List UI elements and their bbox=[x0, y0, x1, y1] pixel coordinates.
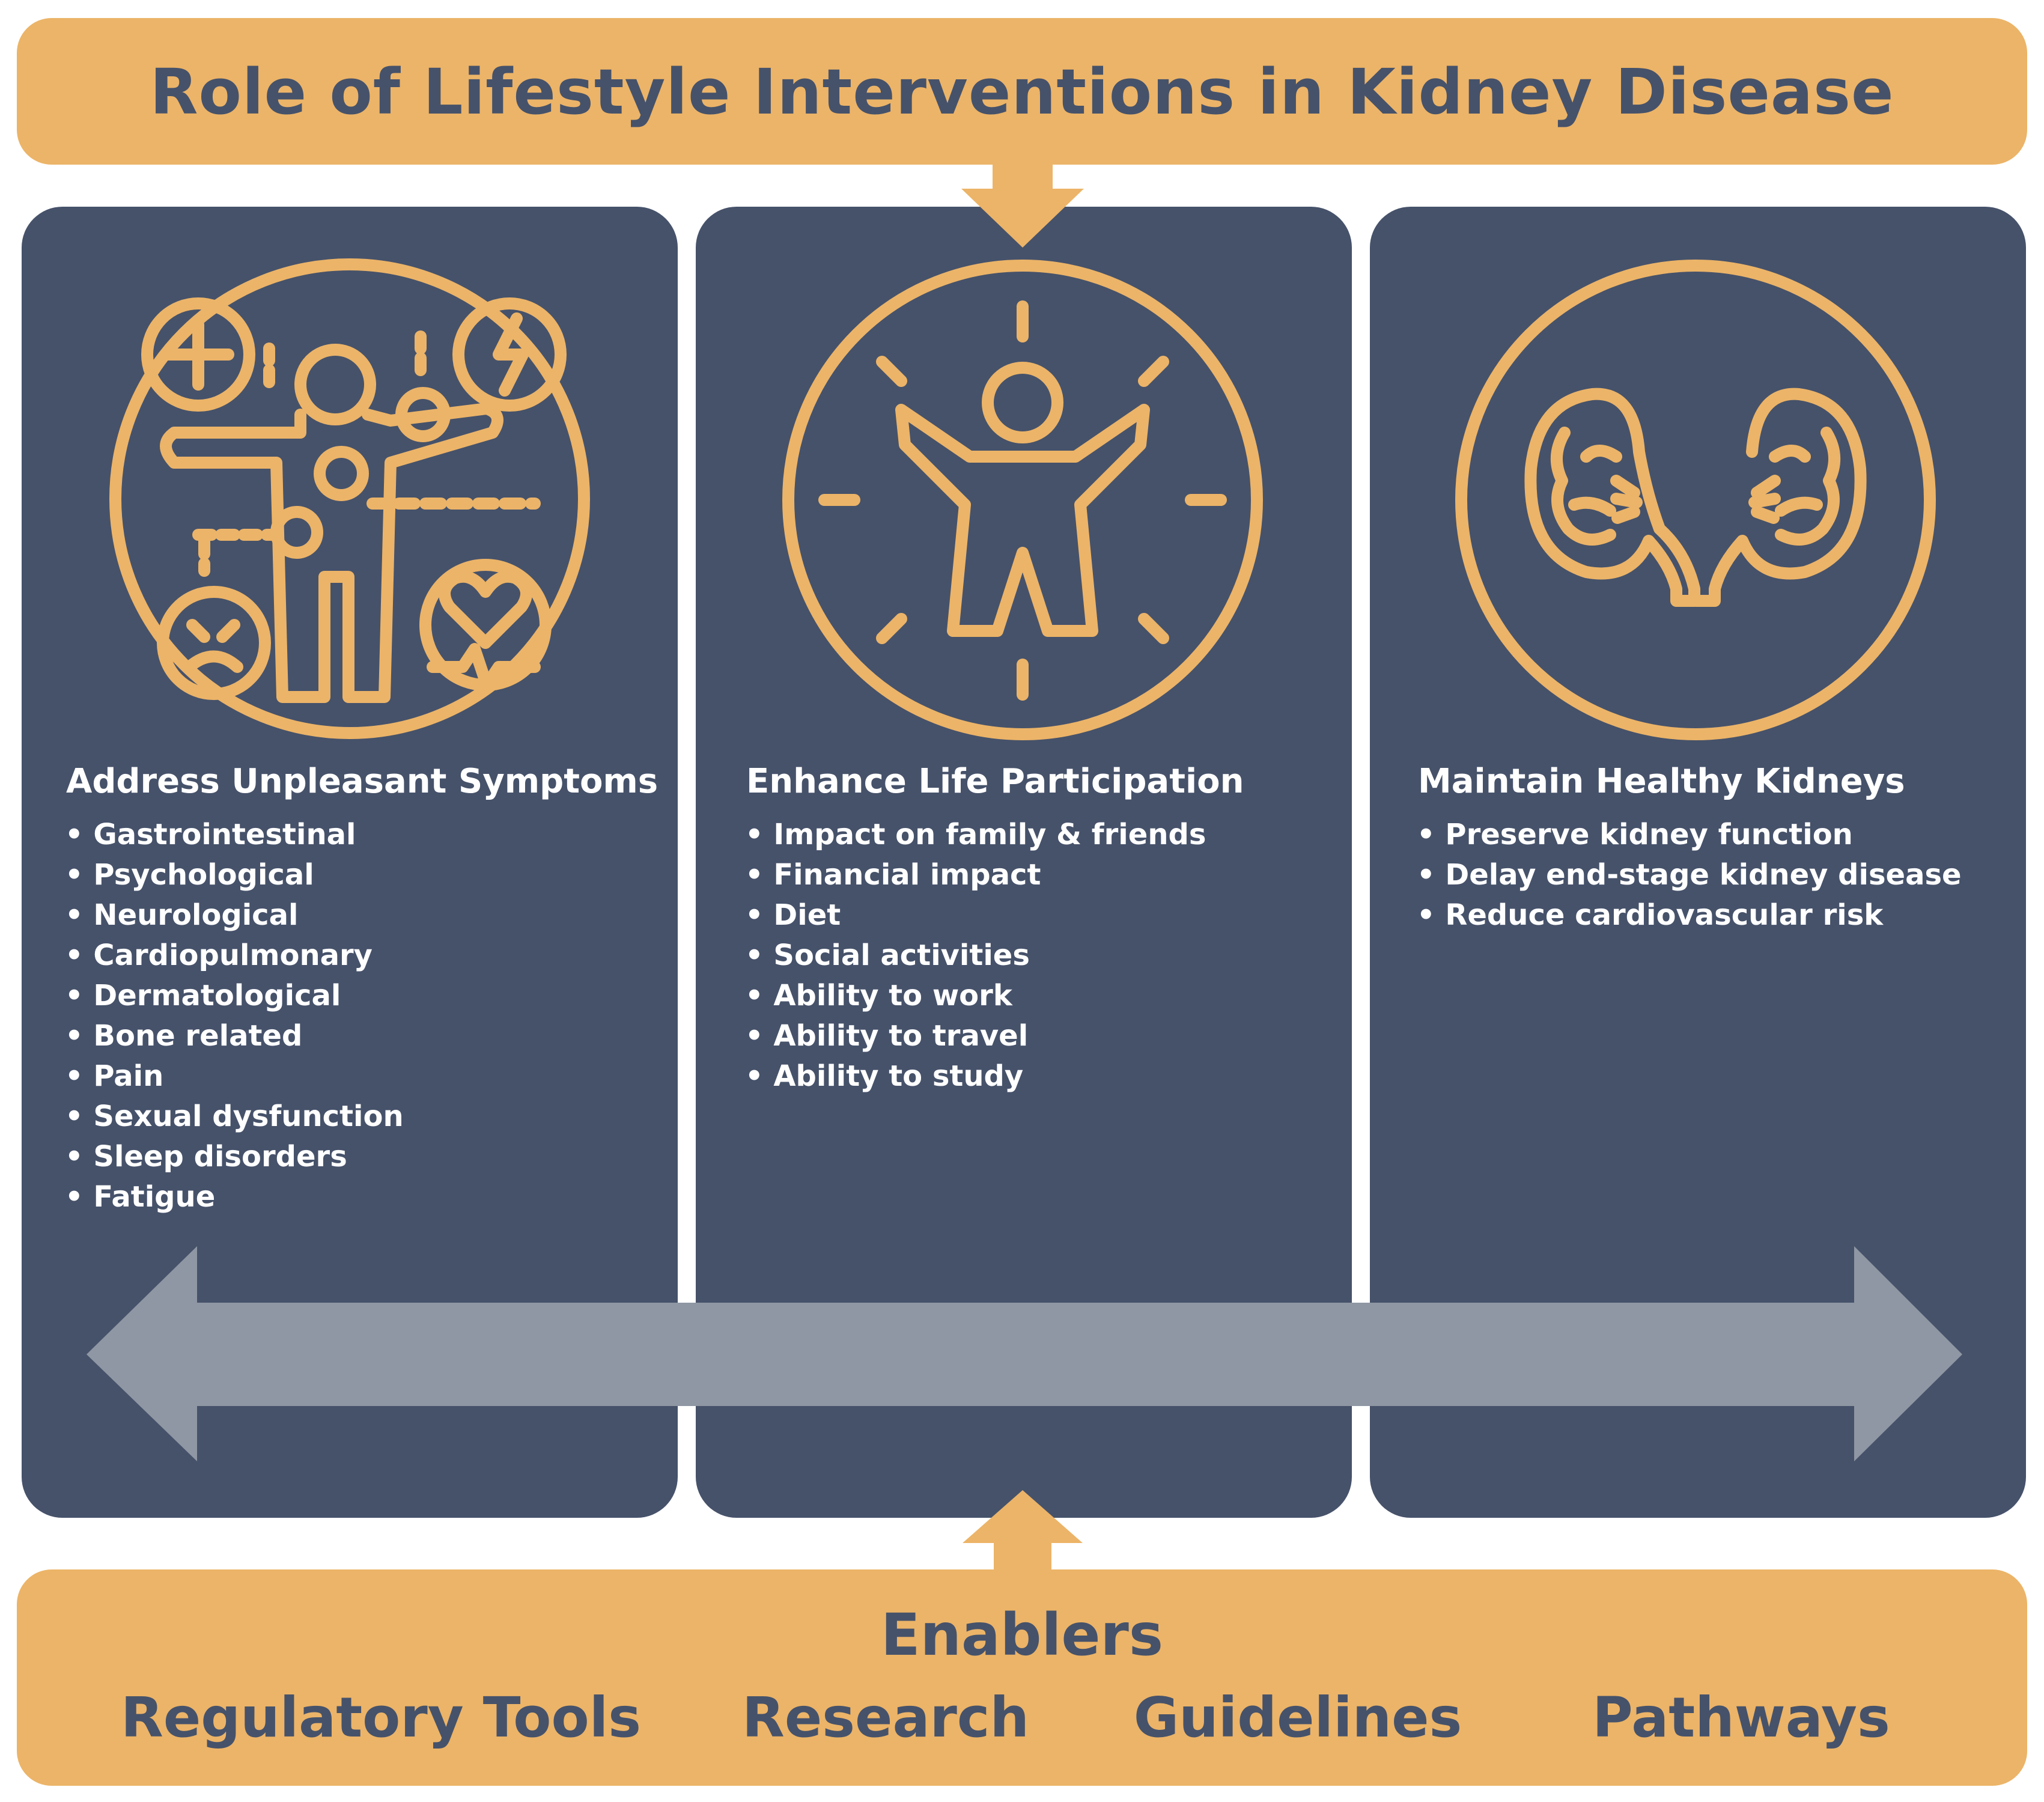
enabler-guidelines: Guidelines bbox=[1133, 1685, 1462, 1750]
title-banner bbox=[17, 18, 2027, 165]
double-headed-arrow bbox=[87, 1246, 1962, 1461]
list-item: Sexual dysfunction bbox=[65, 1097, 403, 1137]
list-item: Ability to work bbox=[745, 976, 1206, 1016]
list-item: Bone related bbox=[65, 1016, 404, 1056]
list-item: Reduce cardiovascular risk bbox=[1417, 895, 1962, 936]
list-item: Ability to study bbox=[745, 1056, 1206, 1097]
list-item: Gastrointestinal bbox=[65, 815, 404, 855]
list-item: Ability to travel bbox=[745, 1016, 1206, 1056]
participation-list: Impact on family & friends Financial imp… bbox=[745, 815, 1206, 1097]
person-participation-icon bbox=[782, 260, 1263, 740]
list-item: Social activities bbox=[745, 936, 1206, 976]
list-item: Diet bbox=[745, 895, 1206, 936]
panel-heading-participation: Enhance Life Participation bbox=[746, 762, 1244, 801]
body-symptoms-icon bbox=[109, 258, 590, 739]
list-item: Cardiopulmonary bbox=[65, 936, 404, 976]
up-arrow-icon bbox=[963, 1490, 1083, 1569]
list-item: Impact on family & friends bbox=[745, 815, 1206, 855]
enabler-pathways: Pathways bbox=[1592, 1685, 1890, 1750]
down-arrow-icon bbox=[961, 165, 1084, 248]
list-item: Sleep disorders bbox=[65, 1137, 404, 1177]
list-item: Preserve kidney function bbox=[1417, 815, 1962, 855]
panel-heading-kidneys: Maintain Healthy Kidneys bbox=[1418, 762, 1905, 801]
list-item: Fatigue bbox=[65, 1177, 404, 1217]
list-item: Neurological bbox=[65, 895, 404, 936]
list-item: Pain bbox=[65, 1056, 404, 1097]
panel-heading-symptoms: Address Unpleasant Symptoms bbox=[66, 762, 659, 801]
enabler-regulatory-tools: Regulatory Tools bbox=[120, 1685, 642, 1750]
list-item: Delay end-stage kidney disease bbox=[1417, 855, 1961, 895]
kidneys-list: Preserve kidney function Delay end-stage… bbox=[1417, 815, 1962, 936]
kidneys-icon bbox=[1455, 260, 1936, 740]
symptoms-list: Gastrointestinal Psychological Neurologi… bbox=[65, 815, 404, 1217]
enablers-heading: Enablers bbox=[881, 1601, 1163, 1669]
list-item: Financial impact bbox=[745, 855, 1206, 895]
diagram-title: Role of Lifestyle Interventions in Kidne… bbox=[150, 55, 1894, 129]
enabler-research: Research bbox=[742, 1685, 1029, 1750]
list-item: Psychological bbox=[65, 855, 404, 895]
list-item: Dermatological bbox=[65, 976, 404, 1016]
enablers-banner bbox=[17, 1569, 2027, 1786]
